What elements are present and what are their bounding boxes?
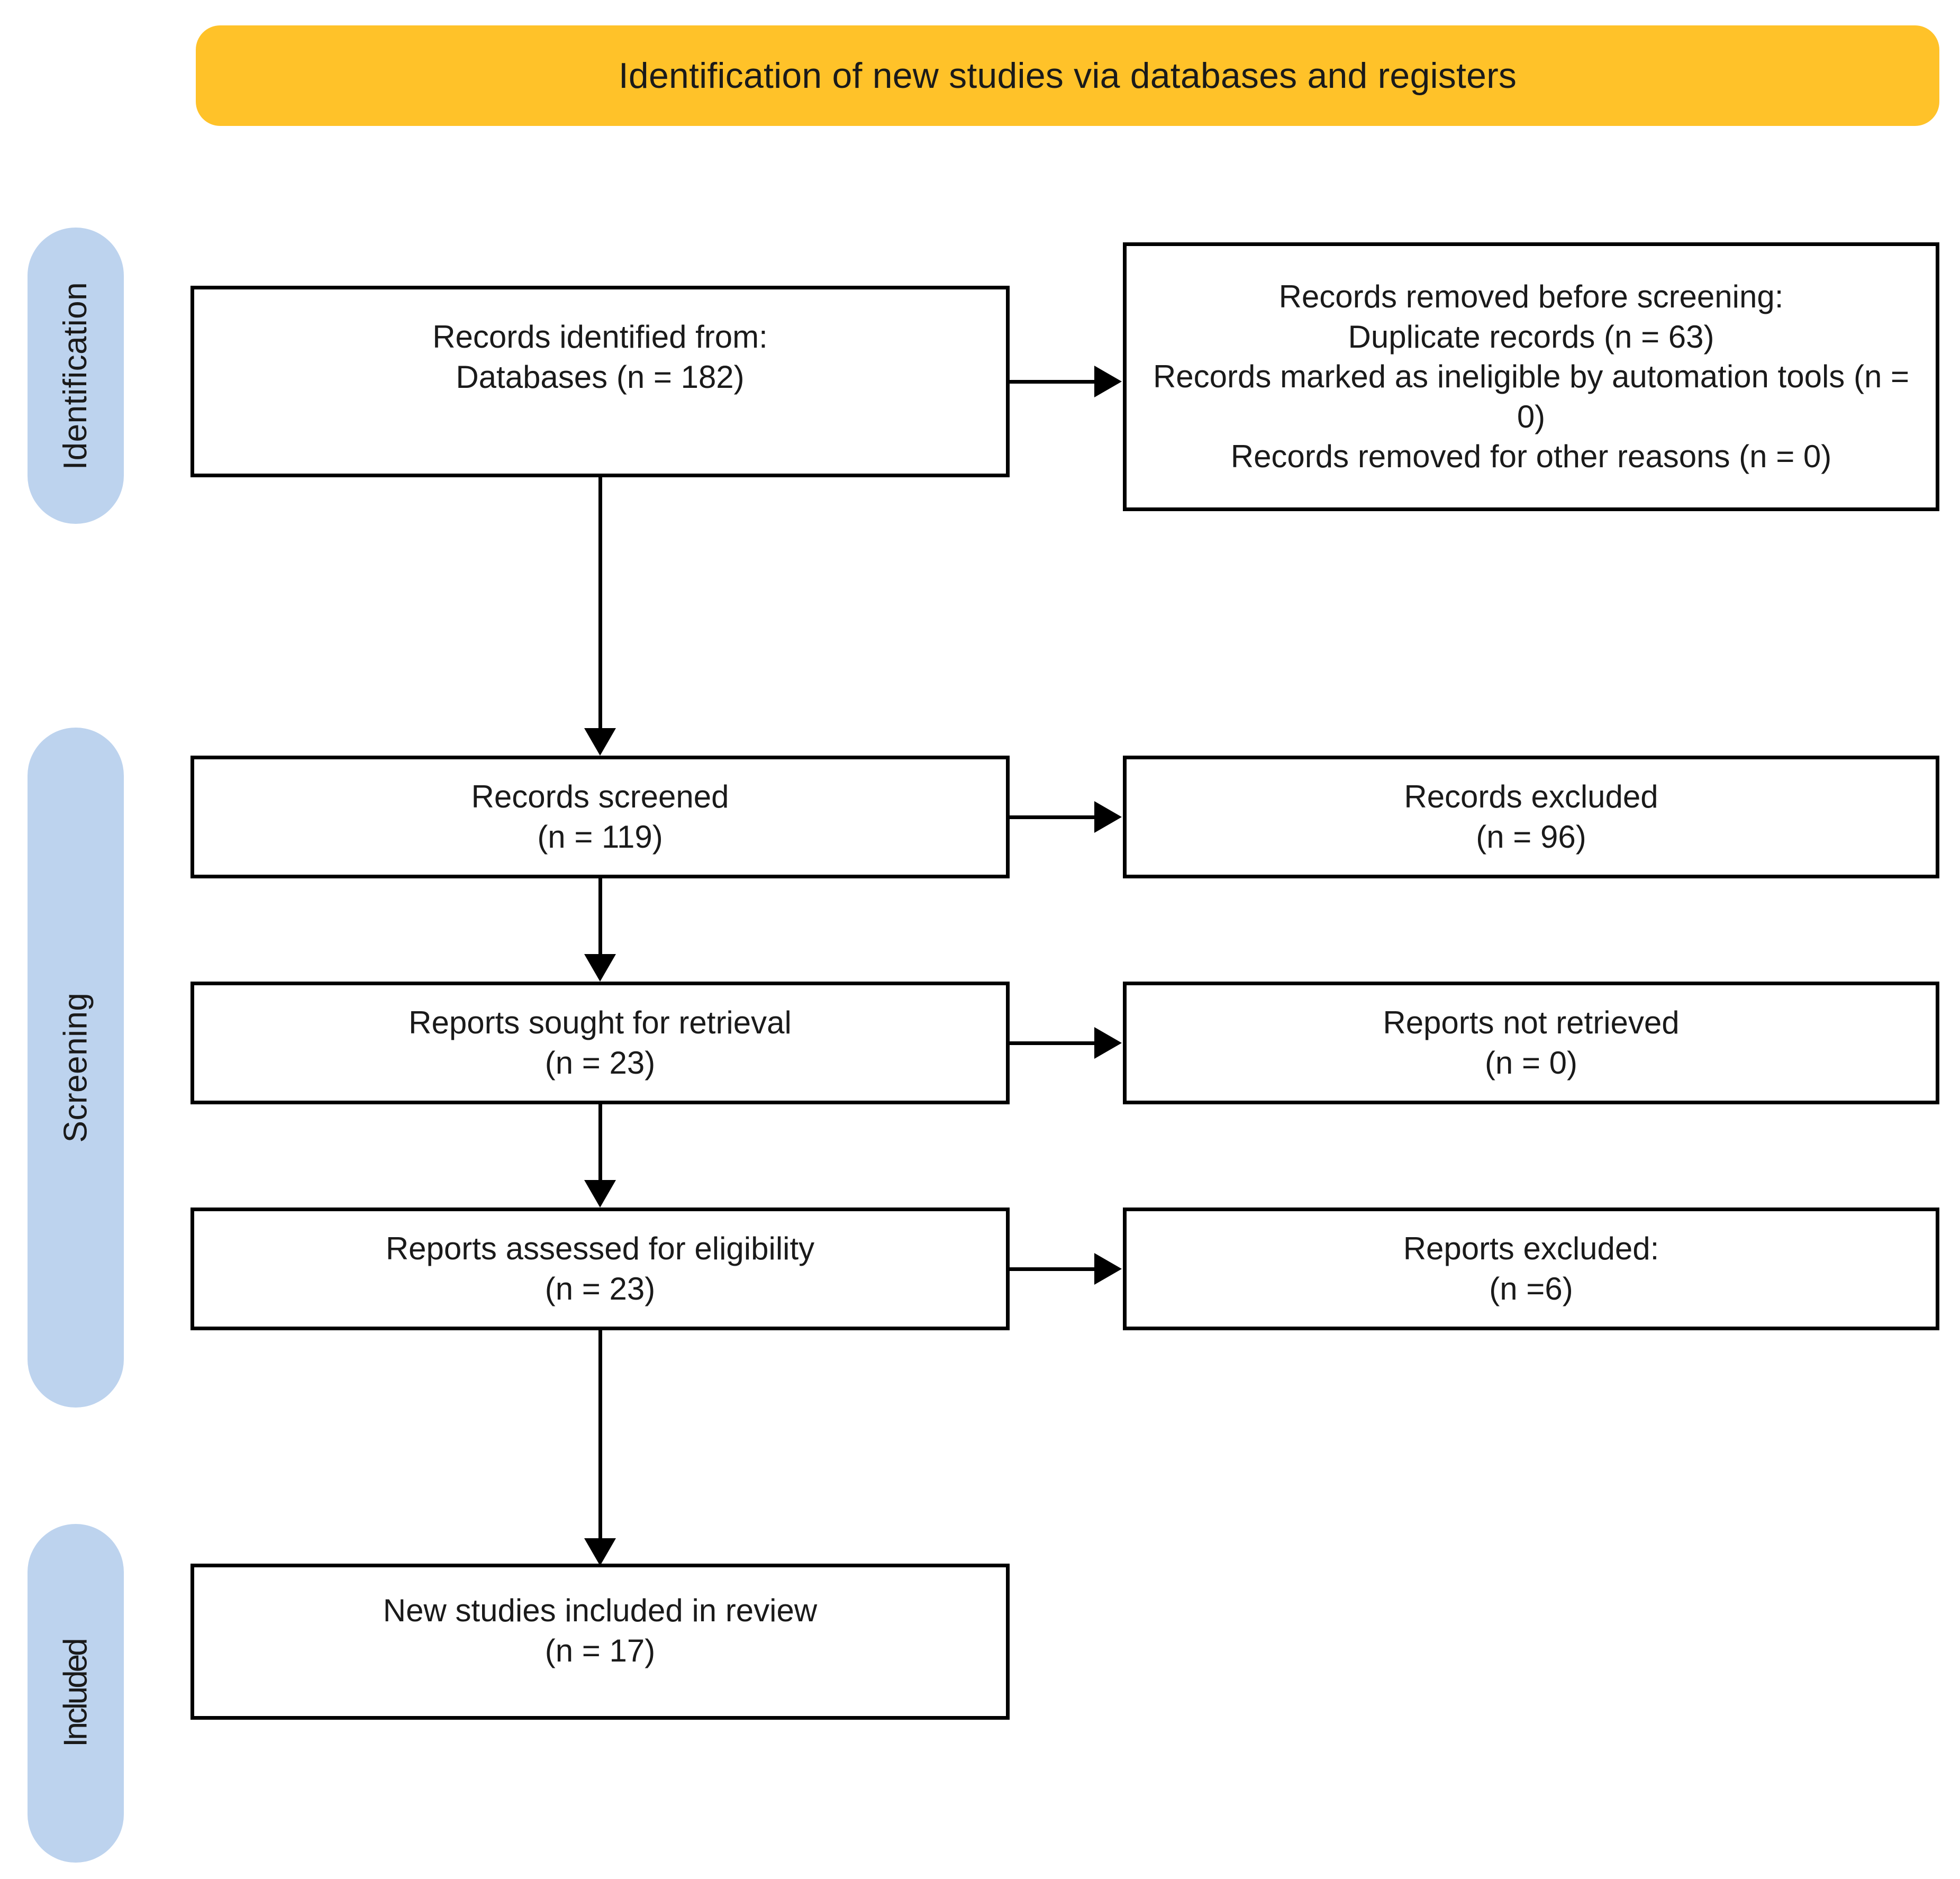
title-banner: Identification of new studies via databa…	[196, 25, 1939, 126]
box-reports-excluded-line2: (n =6)	[1489, 1271, 1573, 1306]
box-records-removed-line2: Duplicate records (n = 63)	[1348, 319, 1714, 355]
box-records-identified: Records identified from: Databases (n = …	[190, 286, 1010, 477]
box-records-excluded-line1: Records excluded	[1404, 779, 1658, 815]
box-reports-sought-line1: Reports sought for retrieval	[409, 1005, 792, 1041]
box-reports-excluded: Reports excluded: (n =6)	[1123, 1208, 1939, 1330]
box-reports-assessed-line1: Reports assessed for eligibility	[385, 1231, 815, 1267]
arrowhead-identified-to-removed	[1094, 366, 1122, 397]
stage-label-identification: Identification	[57, 282, 94, 470]
box-records-identified-line1: Records identified from:	[432, 319, 768, 355]
stage-pill-screening: Screening	[28, 728, 124, 1408]
arrowhead-assessed-to-reports-excluded	[1094, 1253, 1122, 1285]
stage-label-included: Included	[57, 1639, 94, 1747]
stage-label-screening: Screening	[57, 992, 94, 1143]
arrowhead-sought-to-not-retrieved	[1094, 1027, 1122, 1059]
connector-screened-to-sought	[598, 877, 602, 956]
connector-identified-to-screened	[598, 476, 602, 729]
connector-sought-to-assessed	[598, 1103, 602, 1182]
box-reports-assessed: Reports assessed for eligibility (n = 23…	[190, 1208, 1010, 1330]
arrowhead-screened-to-excluded	[1094, 801, 1122, 833]
connector-assessed-to-reports-excluded	[1010, 1267, 1095, 1271]
box-records-screened-line1: Records screened	[471, 779, 729, 815]
box-reports-not-retrieved-line2: (n = 0)	[1484, 1045, 1578, 1081]
box-records-excluded-line2: (n = 96)	[1476, 819, 1586, 855]
box-records-removed-line4: Records removed for other reasons (n = 0…	[1230, 439, 1832, 475]
box-reports-sought: Reports sought for retrieval (n = 23)	[190, 982, 1010, 1104]
box-records-screened-line2: (n = 119)	[537, 819, 663, 855]
box-records-identified-line2: Databases (n = 182)	[456, 359, 745, 395]
stage-pill-included: Included	[28, 1524, 124, 1863]
box-records-removed-line1: Records removed before screening:	[1278, 279, 1784, 315]
arrowhead-sought-to-assessed	[584, 1180, 616, 1208]
box-new-studies-included-line2: (n = 17)	[545, 1632, 656, 1668]
box-new-studies-included: New studies included in review (n = 17)	[190, 1564, 1010, 1720]
connector-sought-to-not-retrieved	[1010, 1041, 1095, 1045]
box-reports-excluded-line1: Reports excluded:	[1403, 1231, 1659, 1267]
box-reports-not-retrieved: Reports not retrieved (n = 0)	[1123, 982, 1939, 1104]
connector-identified-to-removed	[1010, 380, 1095, 384]
box-records-screened: Records screened (n = 119)	[190, 756, 1010, 878]
box-reports-assessed-line2: (n = 23)	[545, 1271, 656, 1306]
box-records-removed: Records removed before screening: Duplic…	[1123, 242, 1939, 511]
arrowhead-identified-to-screened	[584, 728, 616, 756]
arrowhead-screened-to-sought	[584, 954, 616, 982]
box-records-removed-line3: Records marked as ineligible by automati…	[1153, 359, 1918, 434]
connector-assessed-to-included	[598, 1329, 602, 1540]
stage-pill-identification: Identification	[28, 228, 124, 524]
box-reports-not-retrieved-line1: Reports not retrieved	[1383, 1005, 1680, 1041]
box-new-studies-included-line1: New studies included in review	[383, 1593, 818, 1628]
box-reports-sought-line2: (n = 23)	[545, 1045, 656, 1081]
page-title: Identification of new studies via databa…	[618, 56, 1517, 96]
box-records-excluded: Records excluded (n = 96)	[1123, 756, 1939, 878]
connector-screened-to-excluded	[1010, 815, 1095, 819]
arrowhead-assessed-to-included	[584, 1538, 616, 1566]
